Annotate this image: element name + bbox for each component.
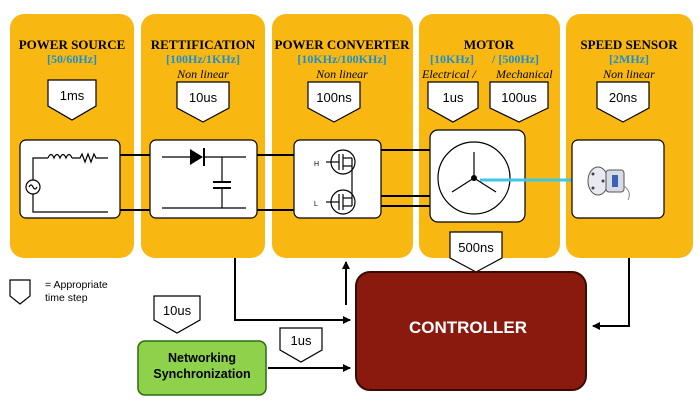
controller-block: CONTROLLER	[355, 271, 587, 391]
motor-mechanical-label: Mechanical	[495, 67, 553, 81]
motor-electrical-label: Electrical /	[421, 67, 477, 81]
power-source-timestep: 1ms	[60, 88, 85, 103]
low-side-label: L	[314, 201, 318, 208]
speed-sensor-device	[571, 139, 665, 219]
high-side-label: H	[314, 161, 319, 168]
synchronization-label: Synchronization	[153, 367, 250, 381]
speed-sensor-timestep: 20ns	[609, 90, 638, 105]
speed-sensor-title: SPEED SENSOR	[580, 37, 678, 52]
power-converter-nonlinear: Non linear	[315, 67, 368, 81]
timestep-indicator: 100us	[489, 81, 549, 123]
rectifier-to-controller-arrow	[234, 258, 351, 324]
timestep-indicator: 10us	[176, 81, 230, 123]
speed-sensor-nonlinear: Non linear	[602, 67, 655, 81]
motor-title: MOTOR	[464, 37, 515, 52]
controller-label: CONTROLLER	[409, 318, 527, 337]
ac-source-circuit	[19, 139, 121, 219]
motor-controller-timestep: 500ns	[458, 240, 494, 255]
speed-sensor-frequency: [2MHz]	[609, 52, 649, 66]
timestep-indicator: 10us	[153, 295, 201, 334]
motor-electrical-frequency: [10KHz]	[430, 52, 474, 66]
power-converter-title: POWER CONVERTER	[275, 37, 411, 52]
legend-text-line2: time step	[45, 292, 88, 304]
legend-timestep-icon	[9, 279, 31, 305]
rectification-nonlinear: Non linear	[176, 67, 229, 81]
motor-mechanical-frequency: / [500Hz]	[491, 52, 539, 66]
timestep-indicator: 1ms	[47, 79, 97, 121]
motor-circuit	[429, 129, 526, 223]
networking-block: Networking Synchronization	[137, 340, 267, 396]
timestep-indicator: 20ns	[596, 81, 650, 123]
networking-timestep: 10us	[163, 303, 192, 318]
networking-label: Networking	[168, 351, 236, 365]
rectification-frequency: [100Hz/1KHz]	[166, 52, 240, 66]
legend: = Appropriate time step	[9, 279, 108, 305]
sensor-to-controller-arrow	[592, 258, 630, 330]
timestep-indicator: 1us	[279, 327, 323, 363]
power-converter-timestep: 100ns	[316, 90, 352, 105]
power-source-frequency: [50/60Hz]	[47, 52, 97, 66]
power-converter-circuit: H L	[293, 139, 382, 219]
timestep-indicator: 100ns	[307, 81, 361, 123]
rectification-title: RETTIFICATION	[151, 37, 256, 52]
rectification-timestep: 10us	[189, 90, 218, 105]
networking-controller-timestep: 1us	[291, 333, 312, 348]
motor-electrical-timestep: 1us	[443, 90, 464, 105]
timestep-indicator: 500ns	[449, 231, 503, 273]
rectifier-circuit	[149, 139, 258, 219]
power-converter-frequency: [10KHz/100KHz]	[297, 52, 386, 66]
motor-mechanical-timestep: 100us	[501, 90, 537, 105]
timestep-indicator: 1us	[427, 81, 479, 123]
power-source-title: POWER SOURCE	[19, 37, 126, 52]
legend-text-line1: = Appropriate	[45, 279, 108, 291]
